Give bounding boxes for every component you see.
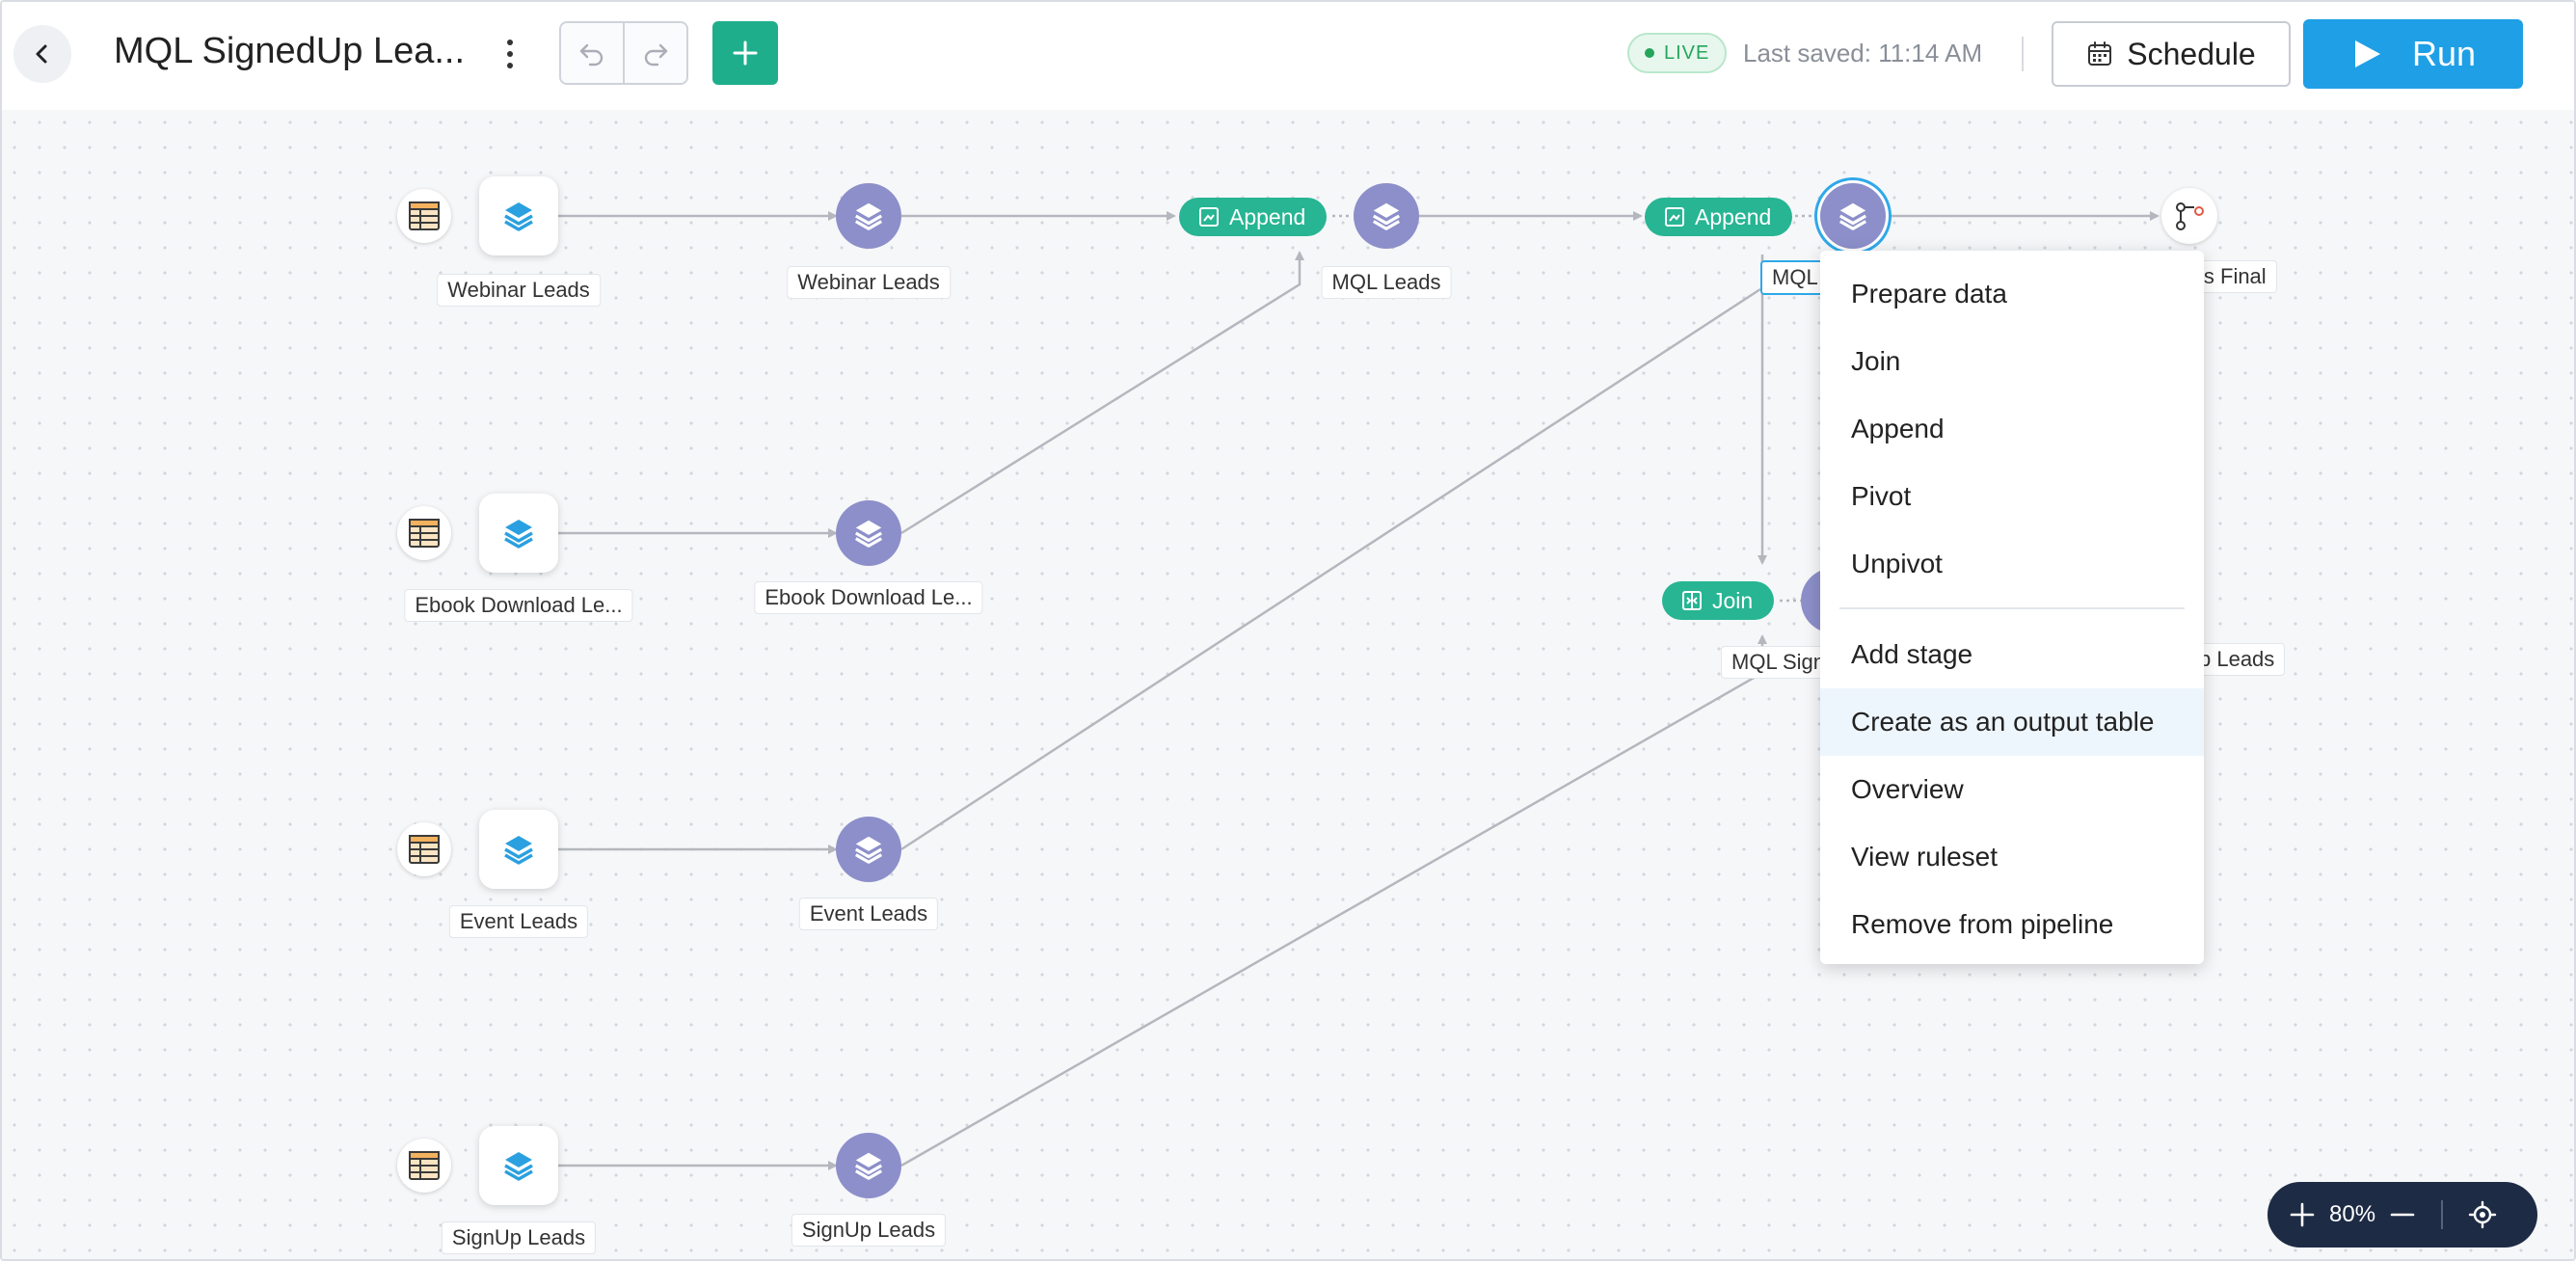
- join-label: Join: [1712, 587, 1754, 613]
- add-button[interactable]: [712, 21, 778, 85]
- stage-node[interactable]: [836, 817, 901, 882]
- layers-icon: [504, 1152, 533, 1181]
- branch-output-icon: [2176, 202, 2204, 230]
- stage-node[interactable]: [836, 183, 901, 249]
- run-button[interactable]: Run: [2303, 19, 2523, 89]
- layers-icon: [854, 202, 883, 230]
- menu-item-view-ruleset[interactable]: View ruleset: [1851, 842, 1999, 872]
- source-label: SignUp Leads: [441, 1221, 597, 1254]
- mql-leads-label: MQL Leads: [1321, 266, 1452, 299]
- menu-item-remove-from-pipeline[interactable]: Remove from pipeline: [1851, 909, 2114, 939]
- layers-icon: [854, 1152, 883, 1180]
- layers-icon: [504, 836, 533, 865]
- append-node[interactable]: Append: [1645, 198, 1793, 236]
- layers-icon: [504, 520, 533, 549]
- schedule-label: Schedule: [2127, 36, 2256, 71]
- stage-node[interactable]: [836, 500, 901, 566]
- append-icon: [1665, 207, 1684, 227]
- menu-item-pivot[interactable]: Pivot: [1851, 481, 1912, 511]
- plus-icon: [733, 40, 758, 66]
- more-options-icon[interactable]: [496, 31, 524, 77]
- stage-label: Ebook Download Le...: [754, 581, 983, 614]
- source-table-icon[interactable]: [397, 1139, 451, 1193]
- mql-leads-stage-node[interactable]: [1354, 183, 1419, 249]
- append-node[interactable]: Append: [1179, 198, 1328, 236]
- source-label: Webinar Leads: [437, 274, 601, 307]
- stage-label: Webinar Leads: [787, 266, 951, 299]
- table-icon: [409, 1151, 440, 1180]
- source-table-icon[interactable]: [397, 822, 451, 876]
- layers-icon: [1838, 202, 1867, 230]
- calendar-icon: [2088, 41, 2112, 66]
- pipeline-title: MQL SignedUp Lea...: [114, 31, 466, 71]
- undo-icon: [579, 43, 604, 67]
- selected-stage-label[interactable]: MQL: [1760, 260, 1830, 295]
- source-table-icon[interactable]: [397, 506, 451, 560]
- menu-divider: [1839, 607, 2185, 609]
- dataset-node[interactable]: [479, 1126, 558, 1205]
- table-icon: [409, 519, 440, 548]
- stage-node[interactable]: [836, 1133, 901, 1198]
- live-label: LIVE: [1664, 41, 1710, 64]
- live-dot-icon: [1645, 48, 1654, 58]
- redo-button[interactable]: [623, 23, 686, 83]
- join-node[interactable]: Join: [1662, 581, 1775, 620]
- last-saved-text: Last saved: 11:14 AM: [1743, 39, 1983, 67]
- schedule-button[interactable]: Schedule: [2052, 21, 2291, 87]
- undo-redo-group: [559, 21, 688, 85]
- zoom-controls: 80%: [2267, 1182, 2537, 1248]
- menu-item-overview[interactable]: Overview: [1851, 774, 1964, 804]
- dataset-node[interactable]: [479, 494, 558, 573]
- chevron-left-icon: [36, 44, 47, 64]
- context-menu: Prepare data Join Append Pivot Unpivot A…: [1820, 251, 2204, 964]
- menu-item-create-output-table[interactable]: Create as an output table: [1820, 688, 2204, 756]
- top-bar: MQL SignedUp Lea... LIV: [2, 2, 2574, 111]
- menu-item-prepare-data[interactable]: Prepare data: [1851, 279, 2007, 309]
- menu-item-unpivot[interactable]: Unpivot: [1851, 549, 1943, 578]
- redo-icon: [644, 43, 668, 67]
- play-icon: [2354, 40, 2380, 67]
- output-node[interactable]: [2161, 188, 2217, 244]
- zoom-divider: [2441, 1200, 2444, 1229]
- join-stage-label: MQL Sign: [1721, 646, 1837, 679]
- table-icon: [409, 201, 440, 230]
- stage-label: Event Leads: [798, 898, 939, 930]
- selected-stage-node[interactable]: [1820, 183, 1886, 249]
- stage-label: SignUp Leads: [791, 1214, 947, 1247]
- menu-item-append[interactable]: Append: [1851, 414, 1945, 443]
- menu-item-join[interactable]: Join: [1851, 346, 1901, 376]
- source-table-icon[interactable]: [397, 189, 451, 243]
- dataset-node[interactable]: [479, 810, 558, 889]
- append-label: Append: [1695, 203, 1772, 229]
- output-label: ls Final: [2188, 260, 2277, 293]
- source-label: Ebook Download Le...: [404, 589, 633, 622]
- zoom-in-icon[interactable]: [2289, 1201, 2316, 1228]
- zoom-out-icon[interactable]: [2389, 1201, 2416, 1228]
- layers-icon: [854, 520, 883, 548]
- undo-button[interactable]: [561, 23, 623, 83]
- append-label: Append: [1229, 203, 1306, 229]
- append-icon: [1199, 207, 1219, 227]
- join-icon: [1682, 591, 1702, 610]
- layers-icon: [504, 202, 533, 231]
- live-status-badge: LIVE: [1627, 33, 1728, 73]
- menu-item-add-stage[interactable]: Add stage: [1851, 639, 1973, 669]
- dataset-node[interactable]: [479, 176, 558, 255]
- layers-icon: [1372, 202, 1401, 230]
- layers-icon: [854, 836, 883, 864]
- fit-to-screen-icon[interactable]: [2468, 1200, 2497, 1229]
- run-label: Run: [2411, 34, 2477, 73]
- header-divider: [2022, 37, 2024, 71]
- table-icon: [409, 835, 440, 864]
- source-label: Event Leads: [448, 905, 589, 938]
- back-button[interactable]: [13, 25, 71, 83]
- zoom-level: 80%: [2329, 1201, 2376, 1227]
- join-output-label: p Leads: [2188, 643, 2286, 676]
